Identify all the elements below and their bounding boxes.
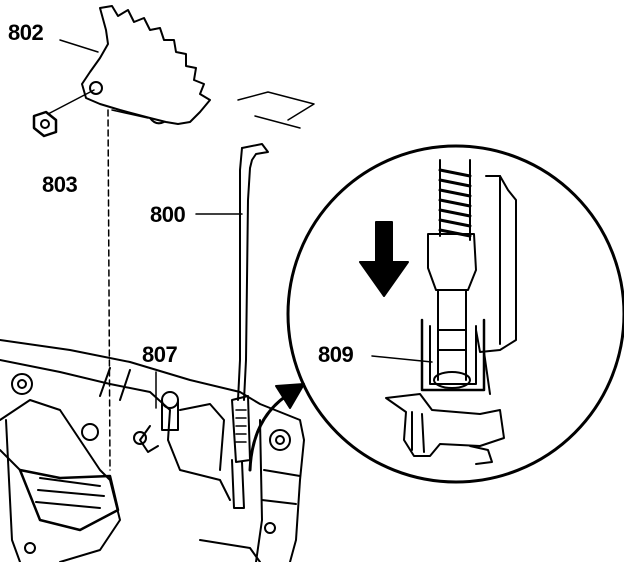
callout-807: 807 xyxy=(142,342,178,367)
detail-view-809 xyxy=(286,144,624,484)
callout-803: 803 xyxy=(42,172,78,197)
curved-arrow-icon xyxy=(248,394,288,472)
detent-lever-802 xyxy=(81,5,211,125)
transmission-case xyxy=(0,339,305,562)
callout-809: 809 xyxy=(318,342,354,367)
callout-800: 800 xyxy=(150,202,186,227)
callout-802: 802 xyxy=(8,20,44,45)
arrowhead-icon xyxy=(275,383,305,409)
nut-803 xyxy=(32,89,95,138)
down-arrow-icon xyxy=(359,221,409,297)
manual-valve-link-800 xyxy=(231,143,269,509)
